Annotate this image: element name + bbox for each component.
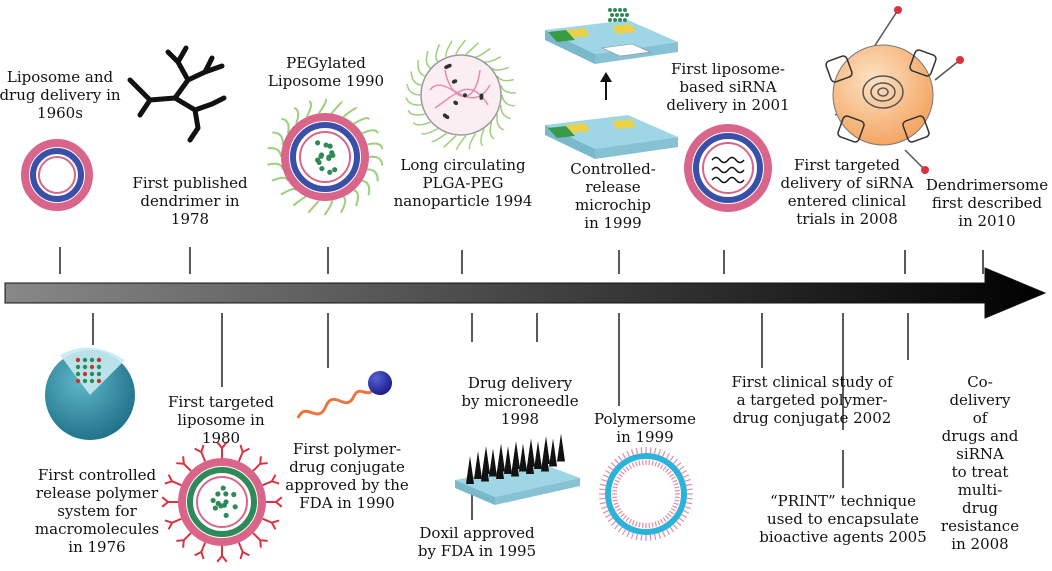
event-label-dendrimersome-2010: Dendrimersome first described in 2010 [925, 176, 1049, 230]
event-label-targeted-sirna-2008: First targeted delivery of siRNA entered… [780, 156, 914, 228]
event-label-polymersome-1999: Polymersome in 1999 [594, 410, 696, 446]
event-label-print-2005: “PRINT” technique used to encapsulate bi… [759, 492, 927, 546]
controlled-release-sphere-icon [45, 347, 135, 440]
event-label-polymer-drug-1990: First polymer- drug conjugate approved b… [285, 440, 409, 512]
event-label-liposome-1960s: Liposome and drug delivery in 1960s [0, 68, 121, 122]
event-label-targeted-liposome-1980: First targeted liposome in 1980 [168, 393, 274, 447]
timeline-arrow [4, 267, 1047, 319]
event-label-dendrimer-1978: First published dendrimer in 1978 [132, 174, 248, 228]
targeted-sirna-nanoparticle-icon [825, 6, 964, 174]
connectors-above [59, 247, 984, 274]
event-label-doxil-1995: Doxil approved by FDA in 1995 [417, 524, 537, 560]
dendrimer-icon [127, 45, 227, 143]
pegylated-liposome-icon [267, 98, 384, 216]
event-label-clinical-polymer-2002: First clinical study of a targeted polym… [731, 373, 893, 427]
microneedle-array-icon [455, 433, 580, 505]
event-label-pegylated-liposome-1990: PEGylated Liposome 1990 [267, 54, 385, 90]
event-label-microneedle-1998: Drug delivery by microneedle 1998 [461, 374, 579, 428]
event-label-microchip-1999: Controlled- release microchip in 1999 [570, 160, 656, 232]
plga-peg-nanoparticle-icon [405, 39, 517, 150]
polymersome-icon [599, 447, 693, 541]
event-label-plga-peg-1994: Long circulating PLGA-PEG nanoparticle 1… [393, 156, 533, 210]
targeted-liposome-icon [161, 441, 283, 563]
microchip-icon [545, 8, 678, 159]
event-label-codelivery-2008: Co-delivery of drugs and siRNA to treat … [940, 373, 1020, 553]
sirna-liposome-icon [684, 124, 772, 212]
liposome-icon [21, 139, 93, 211]
connectors-below [92, 313, 909, 520]
event-label-sirna-liposome-2001: First liposome- based siRNA delivery in … [666, 60, 790, 114]
event-label-controlled-release-1976: First controlled release polymer system … [34, 466, 160, 556]
polymer-drug-conjugate-icon [296, 371, 392, 419]
